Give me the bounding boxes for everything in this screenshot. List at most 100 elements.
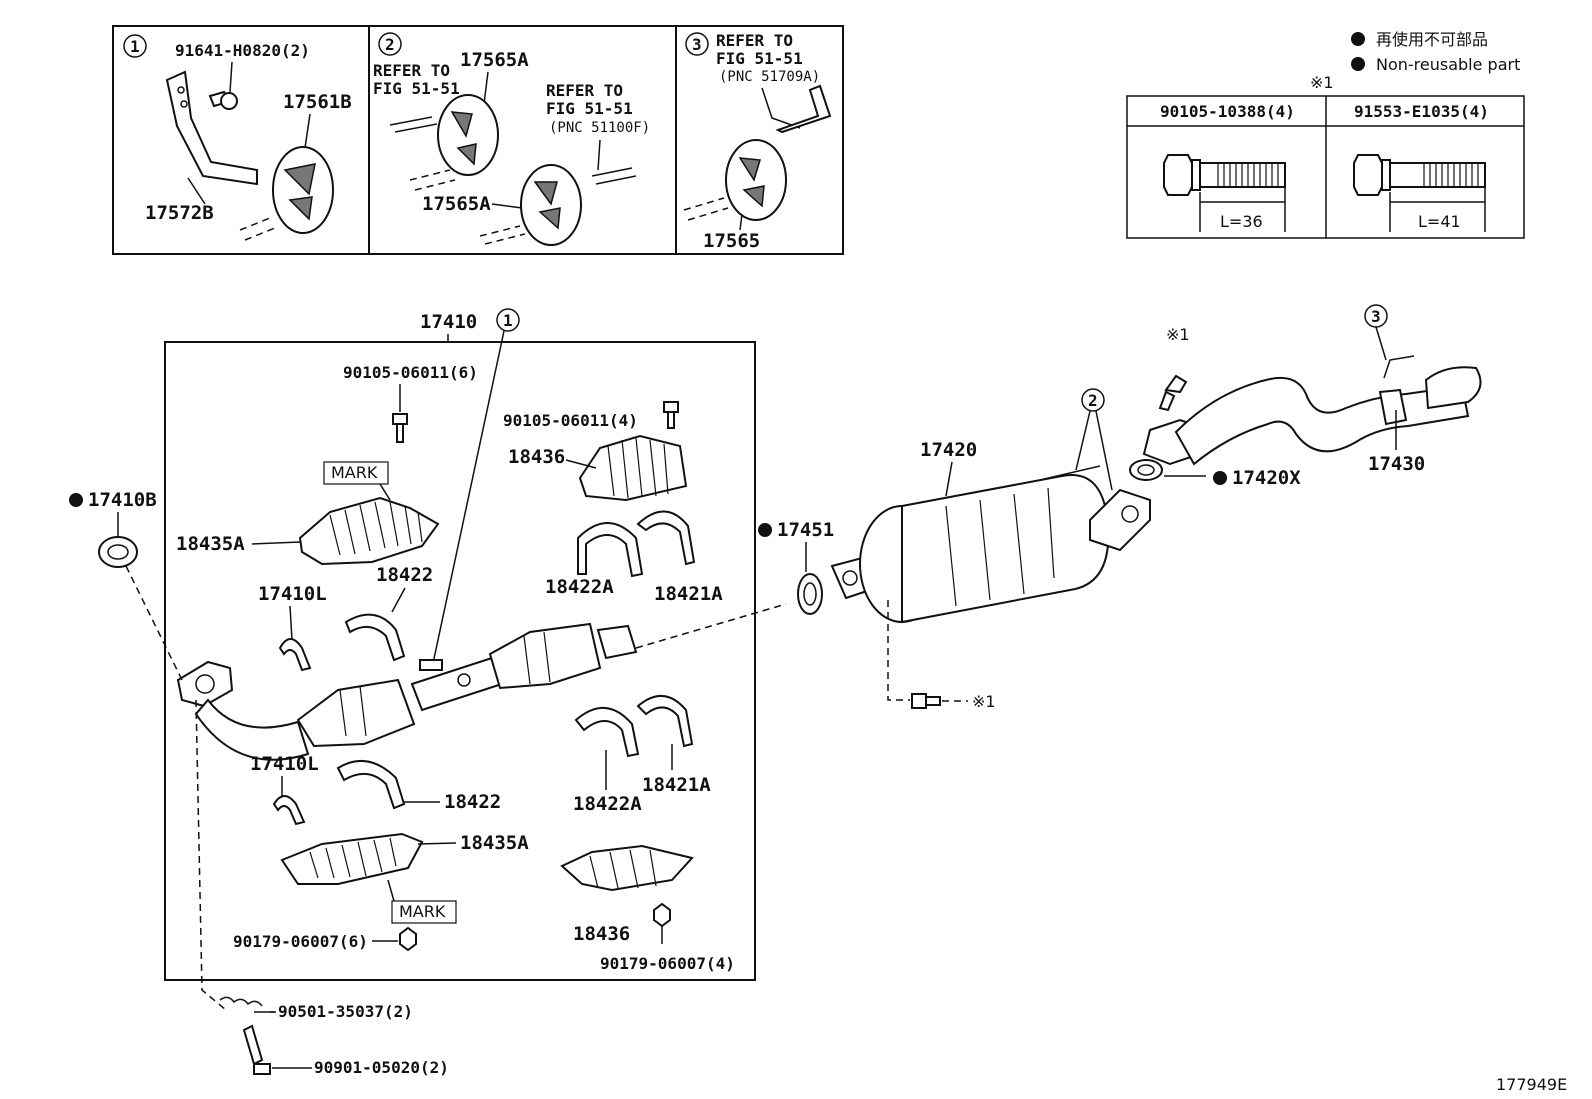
part-label-90105-06011-4: 90105-06011(4): [503, 411, 638, 430]
part-label-17451: 17451: [777, 519, 834, 541]
bolt-table-col1: 90105-10388(4): [1160, 102, 1295, 121]
part-label-18422A-bottom: 18422A: [573, 793, 642, 815]
bolt-table-len2: L=41: [1418, 212, 1461, 231]
clamp-18422-top-shape: [344, 613, 406, 662]
circle-marker-2: [378, 32, 402, 56]
part-label-17572B: 17572B: [145, 202, 214, 224]
non-reusable-dot-icon: [758, 523, 772, 537]
heat-insulator-18436-top-shape: [578, 434, 688, 502]
part-label-18435A-top: 18435A: [176, 533, 245, 555]
heat-insulator-18436-bottom-shape: [560, 844, 694, 892]
circle-marker-2-main: [1081, 388, 1105, 412]
part-label-91641: 91641-H0820(2): [175, 41, 310, 60]
non-reusable-dot-icon: [69, 493, 83, 507]
muffler-17420-shape: [830, 465, 1151, 624]
rubber-mount-17565-shape: [725, 139, 787, 221]
clip-17410L-top-shape: [278, 638, 312, 672]
part-label-90179-06007-4: 90179-06007(4): [600, 954, 735, 973]
part-label-18421A-top: 18421A: [654, 583, 723, 605]
part-label-90501-35037: 90501-35037(2): [278, 1002, 413, 1021]
gasket-17410B-shape: [98, 536, 138, 568]
part-label-18436-top: 18436: [508, 446, 565, 468]
bracket-17572B-shape: [165, 70, 258, 186]
bolt-90105-icon: [1163, 154, 1193, 196]
mark-label-top: MARK: [331, 463, 378, 482]
clamp-18422A-top-shape: [577, 522, 644, 578]
part-label-17410: 17410: [420, 311, 477, 333]
part-label-17410B: 17410B: [88, 489, 157, 511]
bolt-mark-top: ※1: [1166, 325, 1190, 344]
circle-marker-2-main-text: 2: [1088, 391, 1098, 410]
part-label-17430: 17430: [1368, 453, 1425, 475]
non-reusable-dot-icon: [1351, 32, 1365, 46]
bolt-table-len1: L=36: [1220, 212, 1263, 231]
heat-insulator-18435A-top-shape: [298, 496, 440, 566]
circle-marker-1-text: 1: [130, 37, 140, 56]
tailpipe-17430-shape: [1142, 355, 1482, 466]
bolt-icon: [663, 401, 679, 429]
assy-17410-frame: [164, 341, 756, 981]
figure-id: 177949E: [1496, 1075, 1567, 1094]
nut-icon: [653, 902, 671, 928]
bolt-icon: [1158, 374, 1188, 412]
part-label-17561B: 17561B: [283, 91, 352, 113]
part-label-17410L-top: 17410L: [258, 583, 327, 605]
bolt-mark-mid: ※1: [972, 692, 996, 711]
part-label-90179-06007-6: 90179-06007(6): [233, 932, 368, 951]
circle-marker-1-main-text: 1: [503, 311, 513, 330]
circle-marker-3-text: 3: [692, 35, 702, 54]
circle-marker-1-main: [496, 308, 520, 332]
refer-to-b-line3: (PNC 51100F): [549, 120, 650, 136]
part-label-18422A-top: 18422A: [545, 576, 614, 598]
heat-insulator-18435A-bottom-shape: [280, 832, 424, 885]
refer-to-b-line1: REFER TO: [546, 81, 623, 100]
legend-en: Non-reusable part: [1376, 55, 1520, 74]
part-label-17420: 17420: [920, 439, 977, 461]
left-side-parts: 17410B 90501-35037(2) 90901-05020(2): [69, 489, 449, 1077]
part-label-18422-bottom: 18422: [444, 791, 501, 813]
refer-to-a-line2: FIG 51-51: [373, 79, 460, 98]
part-label-17565A-bottom: 17565A: [422, 193, 491, 215]
part-label-17565A-top: 17565A: [460, 49, 529, 71]
part-label-18435A-bottom: 18435A: [460, 832, 529, 854]
legend: 再使用不可部品 Non-reusable part: [1351, 30, 1520, 74]
non-reusable-dot-icon: [1213, 471, 1227, 485]
spring-icon: [219, 996, 263, 1007]
clamp-18422-bottom-shape: [336, 760, 406, 810]
bolt-table-mark: ※1: [1310, 73, 1334, 92]
gasket-17420X-shape: [1129, 459, 1163, 481]
bolt-icon: [392, 413, 408, 443]
part-label-17565: 17565: [703, 230, 760, 252]
nut-icon: [399, 926, 417, 952]
part-label-17410L-bottom: 17410L: [250, 753, 319, 775]
refer-to-a-line1: REFER TO: [373, 61, 450, 80]
part-label-18436-bottom: 18436: [573, 923, 630, 945]
detail-box-2: 2 REFER TO FIG 51-51 17565A REFER TO FIG…: [373, 32, 650, 246]
circle-marker-1: [123, 34, 147, 58]
part-label-17420X: 17420X: [1232, 467, 1301, 489]
non-reusable-dot-icon: [1351, 57, 1365, 71]
bolt-table-col2: 91553-E1035(4): [1354, 102, 1489, 121]
bolt-91553-icon: [1353, 154, 1383, 196]
mark-label-bottom: MARK: [399, 902, 446, 921]
circle-marker-2-text: 2: [385, 35, 395, 54]
clamp-18421A-top-shape: [636, 510, 696, 566]
bolt-table: ※1 90105-10388(4) 91553-E1035(4) L=36 L=…: [1126, 73, 1525, 239]
rubber-mount-17561B-shape: [272, 146, 334, 234]
detail-box-3: 3 REFER TO FIG 51-51 (PNC 51709A) 17565: [683, 31, 832, 252]
circle-marker-3-main-text: 3: [1371, 307, 1381, 326]
refer-to-c-line2: FIG 51-51: [716, 49, 803, 68]
rubber-mount-17565A-top-shape: [437, 94, 499, 176]
part-label-90105-06011-6: 90105-06011(6): [343, 363, 478, 382]
clamp-18422A-bottom-shape: [574, 706, 640, 758]
refer-to-b-line2: FIG 51-51: [546, 99, 633, 118]
part-label-18421A-bottom: 18421A: [642, 774, 711, 796]
bolt-icon: [242, 1024, 264, 1066]
part-label-90901-05020: 90901-05020(2): [314, 1058, 449, 1077]
detail-panel-frame: [112, 25, 844, 255]
circle-marker-3: [685, 32, 709, 56]
clamp-18421A-bottom-shape: [636, 695, 694, 748]
clip-17410L-bottom-shape: [272, 795, 306, 826]
hanger-rod-shape: [775, 84, 832, 134]
